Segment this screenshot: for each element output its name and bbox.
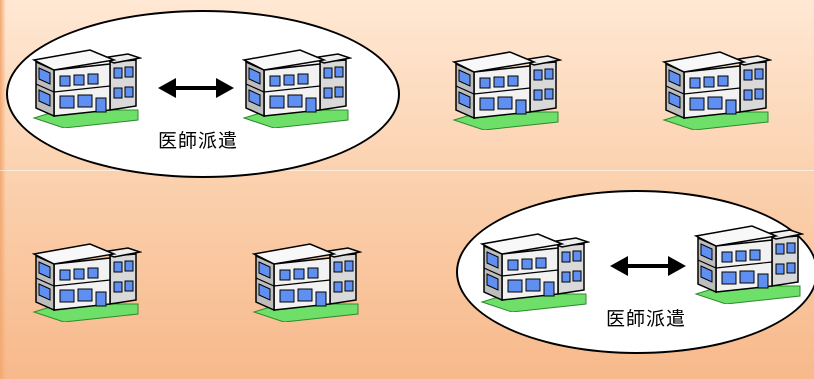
hospital-building-icon (243, 49, 351, 128)
hospital-building-icon (453, 51, 561, 130)
dispatch-label: 医師派遣 (606, 308, 687, 330)
hospital-building-icon (253, 243, 361, 322)
background-band (0, 170, 814, 171)
hospital-building-icon (33, 49, 141, 128)
dispatch-label: 医師派遣 (158, 130, 239, 152)
double-arrow-icon (610, 254, 686, 278)
left-edge-accent (0, 0, 6, 379)
hospital-building-icon (663, 51, 771, 130)
double-arrow-icon (158, 76, 234, 100)
hospital-building-icon (33, 243, 141, 322)
hospital-building-icon (695, 225, 803, 304)
hospital-building-icon (481, 233, 589, 312)
